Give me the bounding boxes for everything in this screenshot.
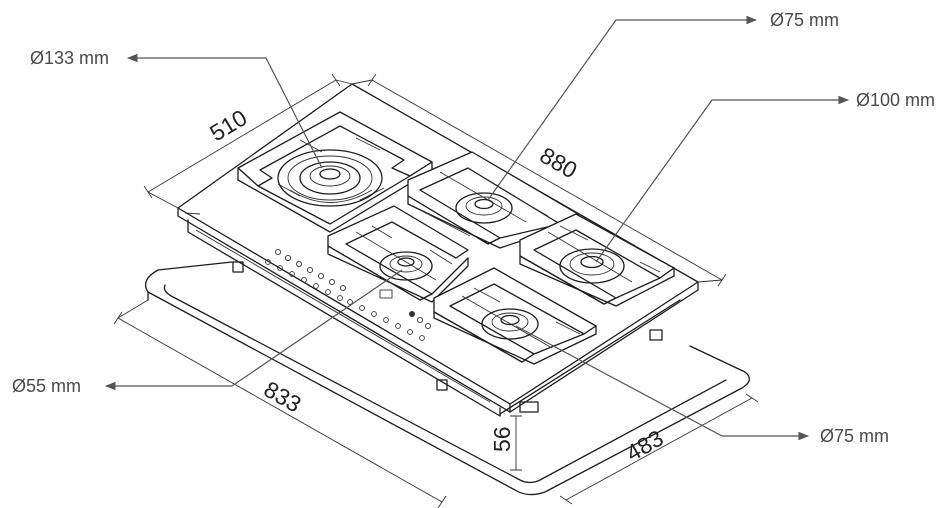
control-dots-row-1 bbox=[274, 248, 347, 292]
display-window bbox=[379, 289, 393, 299]
burner-rapid-front bbox=[481, 308, 539, 340]
callout-rapid-burner-front: Ø75 mm bbox=[820, 426, 889, 446]
grate-front-left bbox=[327, 205, 469, 303]
control-panel bbox=[265, 248, 432, 341]
burner-semi-rapid bbox=[559, 248, 625, 284]
burner-auxiliary bbox=[379, 251, 433, 281]
dimension-hob-depth: 510 bbox=[205, 104, 251, 146]
cutout-frame bbox=[144, 261, 750, 496]
callout-auxiliary-burner: Ø55 mm bbox=[12, 376, 81, 396]
dimension-height: 56 bbox=[489, 426, 515, 452]
callout-leaders bbox=[104, 15, 850, 441]
callout-wok-burner: Ø133 mm bbox=[30, 48, 109, 68]
dimension-cutout-width: 833 bbox=[260, 376, 306, 418]
callout-rapid-burner-rear: Ø75 mm bbox=[770, 10, 839, 30]
control-dots-row-2 bbox=[265, 259, 343, 301]
dimension-lines bbox=[113, 73, 759, 508]
control-dots-row-3 bbox=[347, 299, 425, 341]
power-indicator bbox=[409, 311, 415, 317]
callout-semi-rapid-burner: Ø100 mm bbox=[856, 90, 935, 110]
grate-right bbox=[519, 213, 675, 307]
grate-front-right bbox=[433, 267, 597, 365]
burner-rapid bbox=[455, 192, 513, 224]
burner-wok bbox=[277, 149, 383, 207]
